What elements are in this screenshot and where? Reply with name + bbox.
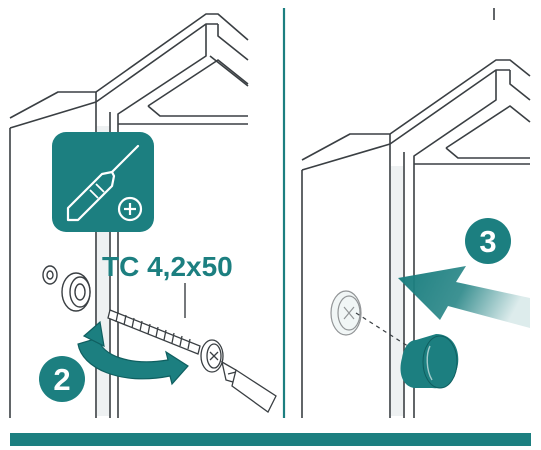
right-panel: 3 <box>302 8 530 418</box>
screw-spec-label: TC 4,2x50 <box>102 251 233 282</box>
step-3-number: 3 <box>479 224 496 259</box>
step-3-badge: 3 <box>465 218 511 264</box>
screw-cover-cap-icon <box>401 334 459 388</box>
left-panel: TC 4,2x50 <box>10 14 276 418</box>
right-cabinet-front-shade <box>391 166 403 416</box>
cap-guide-dashed-line <box>356 313 414 350</box>
step-2-badge: 2 <box>39 356 85 402</box>
push-arrow-icon <box>398 266 530 328</box>
step-2-number: 2 <box>53 362 70 397</box>
screwdriver-plus-icon <box>52 132 154 232</box>
rotation-arrow-icon <box>78 338 188 384</box>
washer-icon <box>43 266 57 284</box>
screwdriver-bit-icon <box>222 362 276 412</box>
bottom-accent-bar <box>10 433 531 446</box>
screw-cap-base-icon <box>62 273 90 311</box>
